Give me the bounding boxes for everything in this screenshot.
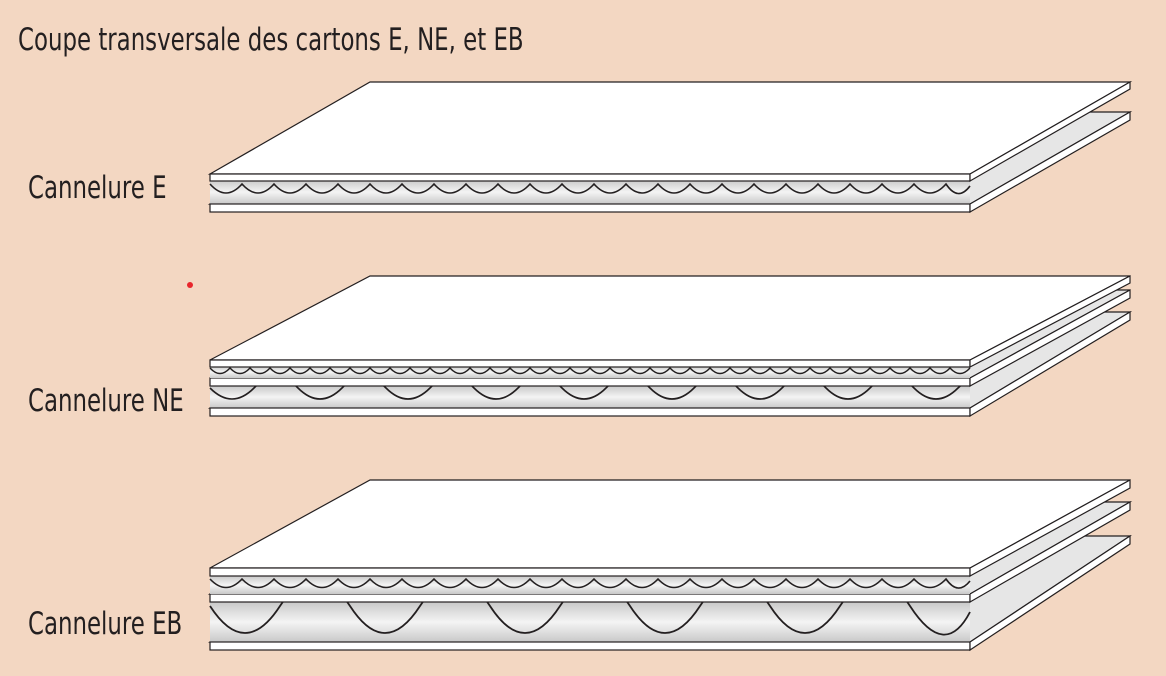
board-eb xyxy=(207,478,1133,652)
label-cannelure-ne: Cannelure NE xyxy=(28,383,184,419)
label-cannelure-eb: Cannelure EB xyxy=(28,606,183,642)
red-marker-dot xyxy=(187,282,193,288)
diagram-title: Coupe transversale des cartons E, NE, et… xyxy=(18,22,524,58)
label-cannelure-e: Cannelure E xyxy=(28,170,167,206)
board-ne xyxy=(207,275,1133,418)
board-e xyxy=(207,80,1133,214)
